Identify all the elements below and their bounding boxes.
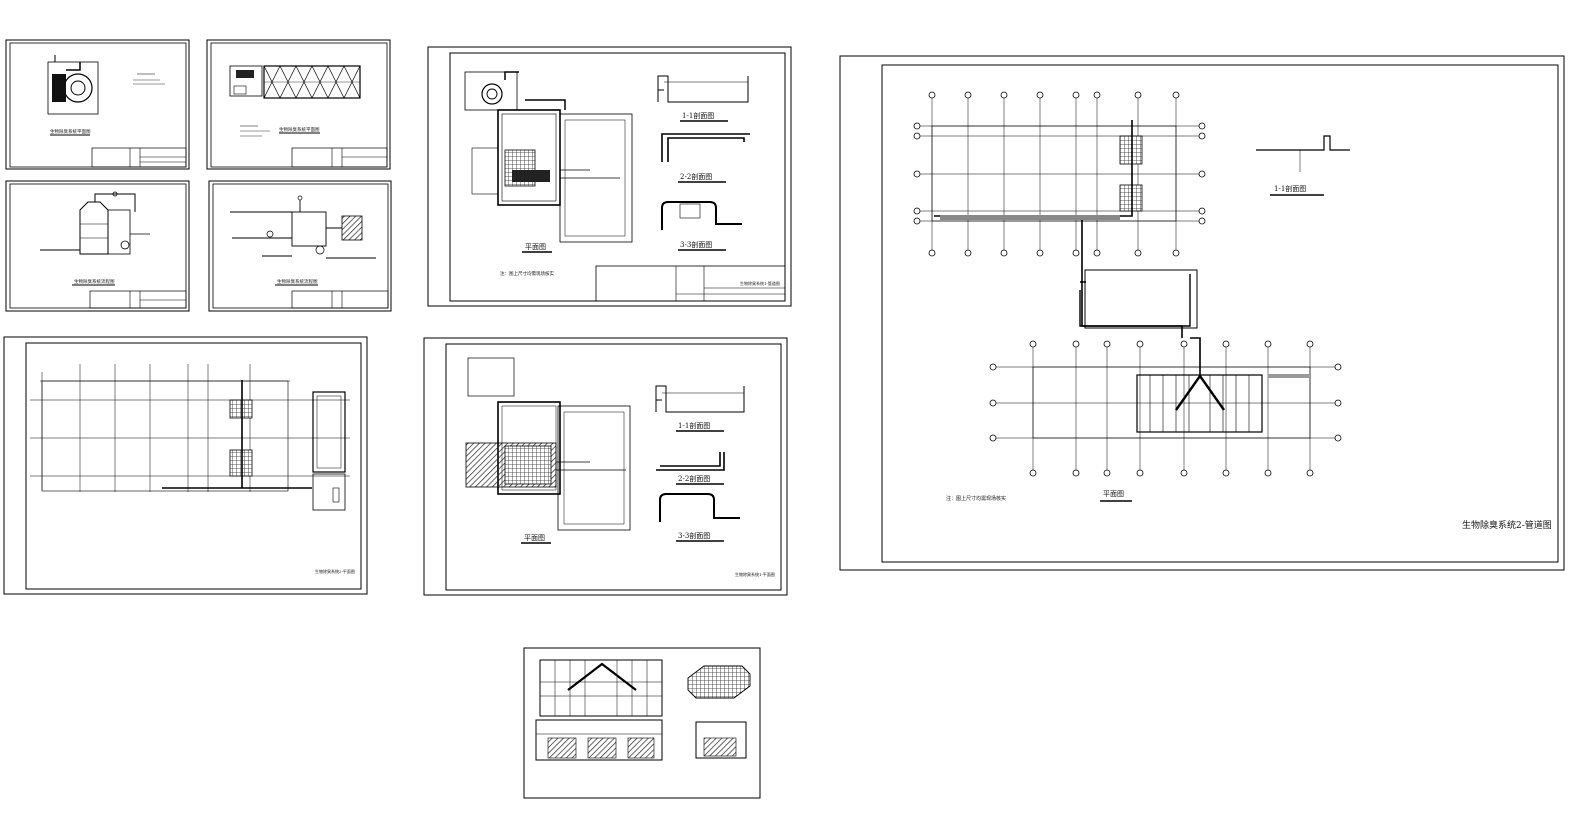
sheet-7-title: 生物除臭系统1-平面图: [735, 571, 775, 577]
sheet-3[interactable]: 生物除臭系统流程图: [5, 180, 190, 312]
sheet-2-title: 生物除臭系统平面图: [279, 126, 320, 133]
sheet-8-section-1: 1-1剖面图: [1274, 184, 1306, 193]
sheet-8-title: 生物除臭系统2-管道图: [1462, 519, 1552, 531]
sheet-7-section-3: 3-3剖面图: [678, 531, 710, 540]
sheet-9[interactable]: [523, 647, 761, 799]
sheet-8-plan-label: 平面图: [1103, 490, 1124, 498]
sheet-1[interactable]: 生物除臭系统平面图: [5, 39, 190, 170]
sheet-5-title: 生物除臭系统1-管道图: [740, 280, 780, 286]
sheet-5-plan-label: 平面图: [525, 243, 546, 251]
sheet-4[interactable]: 生物除臭系统流程图: [208, 180, 392, 312]
sheet-5-section-3: 3-3剖面图: [680, 240, 712, 249]
sheet-7-plan-label: 平面图: [524, 534, 545, 542]
sheet-5-section-2: 2-2剖面图: [680, 172, 712, 181]
sheet-5-note: 注：图上尺寸均需现场核实: [500, 270, 554, 277]
sheet-7-section-1: 1-1剖面图: [678, 421, 710, 430]
sheet-5[interactable]: 平面图 注：图上尺寸均需现场核实 1-1剖面图 2-2剖面图 3-3剖面图 生物…: [427, 46, 792, 307]
sheet-2[interactable]: 生物除臭系统平面图: [206, 39, 391, 170]
sheet-8-note: 注：图上尺寸均需现场核实: [946, 495, 1006, 502]
sheet-6[interactable]: 生物除臭系统2-平面图: [3, 336, 368, 595]
sheet-7-section-2: 2-2剖面图: [678, 474, 710, 483]
sheet-7[interactable]: 平面图 1-1剖面图 2-2剖面图 3-3剖面图 生物除臭系统1-平面图: [423, 337, 788, 596]
sheet-3-title: 生物除臭系统流程图: [74, 278, 115, 285]
sheet-6-title: 生物除臭系统2-平面图: [315, 568, 355, 574]
sheet-5-section-1: 1-1剖面图: [682, 111, 714, 120]
sheet-1-title: 生物除臭系统平面图: [50, 128, 91, 135]
sheet-8[interactable]: 1-1剖面图: [839, 55, 1565, 571]
sheet-4-title: 生物除臭系统流程图: [277, 278, 318, 285]
